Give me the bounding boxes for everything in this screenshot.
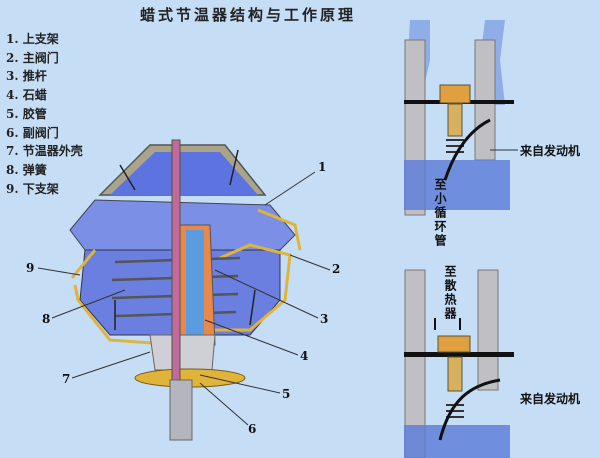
- callout-1: 1: [318, 160, 327, 174]
- legend-item: 5. 胶管: [6, 106, 47, 121]
- callout-lines: [37, 171, 331, 426]
- small-loop-flow-diagram: [404, 20, 514, 216]
- callout-8: 8: [42, 312, 51, 326]
- label-to-small-loop: 至小循环管: [433, 178, 447, 248]
- legend-item: 8. 弹簧: [6, 162, 47, 177]
- label-to-radiator: 至散热器: [443, 265, 457, 321]
- callout-5: 5: [282, 387, 291, 401]
- label-top-from-engine: 来自发动机: [520, 144, 581, 158]
- legend-item: 6. 副阀门: [6, 125, 59, 140]
- diagram-title: 蜡式节温器结构与工作原理: [140, 6, 357, 24]
- main-thermostat-cutaway: [69, 139, 302, 441]
- parts-legend: 1. 上支架 2. 主阀门 3. 推杆 4. 石蜡 5. 胶管 6. 副阀门 7…: [6, 30, 83, 198]
- legend-item: 7. 节温器外壳: [6, 144, 83, 159]
- legend-item: 2. 主阀门: [6, 50, 59, 65]
- callout-2: 2: [332, 262, 341, 276]
- legend-item: 3. 推杆: [6, 69, 47, 84]
- callout-4: 4: [300, 349, 309, 363]
- callout-9: 9: [26, 261, 35, 275]
- callout-7: 7: [62, 372, 71, 386]
- legend-item: 4. 石蜡: [6, 88, 47, 103]
- legend-item: 9. 下支架: [6, 181, 59, 196]
- label-bottom-from-engine: 来自发动机: [520, 392, 581, 406]
- legend-item: 1. 上支架: [6, 32, 59, 46]
- callout-6: 6: [248, 422, 257, 436]
- callout-3: 3: [320, 312, 329, 326]
- radiator-flow-diagram: [404, 269, 514, 458]
